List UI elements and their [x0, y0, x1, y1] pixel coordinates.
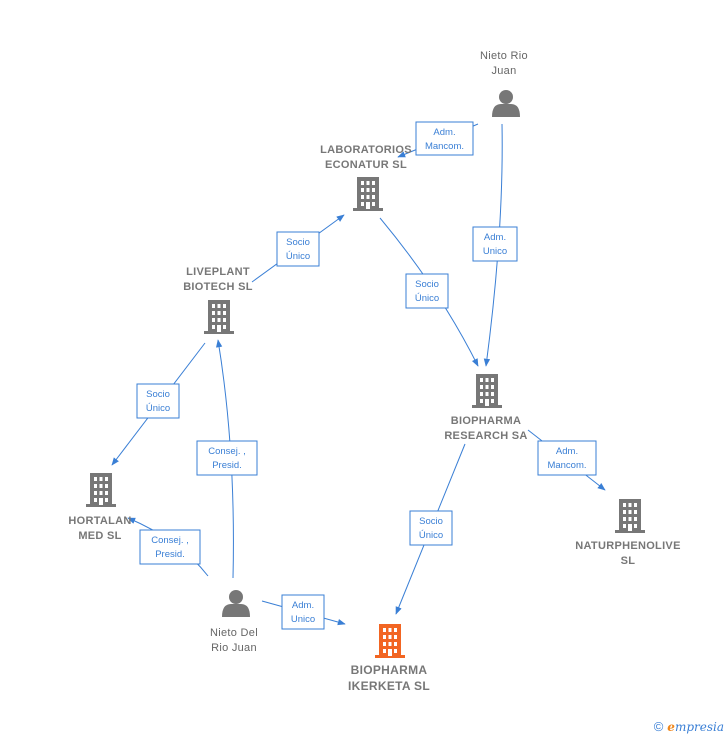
person-icon: [222, 590, 250, 617]
node-biopharma-research[interactable]: BIOPHARMA RESEARCH SA: [444, 374, 527, 442]
edge-label-line1: Consej. ,: [151, 535, 189, 546]
edge-label-e2[interactable]: Adm. Unico: [472, 226, 518, 262]
node-liveplant-biotech[interactable]: LIVEPLANT BIOTECH SL: [183, 266, 253, 334]
building-icon: [86, 473, 116, 507]
edge-label-line2: Único: [146, 403, 170, 414]
node-label: RESEARCH SA: [444, 430, 527, 442]
brand-footer: ©empresia: [654, 719, 724, 734]
building-icon: [204, 300, 234, 334]
node-label: MED SL: [78, 530, 121, 542]
edge-label-line2: Mancom.: [547, 460, 586, 471]
building-icon: [353, 177, 383, 211]
edge-label-line2: Único: [286, 251, 310, 262]
edge-label-e3[interactable]: Socio Único: [405, 273, 449, 309]
edge-label-line1: Socio: [415, 279, 439, 290]
edge-label-e6[interactable]: Consej. , Presid.: [196, 440, 258, 476]
copyright-symbol: ©: [653, 719, 664, 734]
node-label: SL: [621, 555, 636, 567]
edge-label-e1[interactable]: Adm. Mancom.: [415, 121, 474, 156]
node-label: ECONATUR SL: [325, 159, 407, 171]
edge-label-line2: Único: [415, 293, 439, 304]
edge-label-e8[interactable]: Adm. Unico: [281, 594, 325, 630]
node-label: LIVEPLANT: [186, 266, 250, 278]
edge-label-e4[interactable]: Socio Único: [276, 231, 320, 267]
edge-label-line1: Socio: [286, 237, 310, 248]
edge-label-e9[interactable]: Socio Único: [409, 510, 453, 546]
edge-label-line2: Unico: [291, 614, 315, 625]
node-laboratorios-econatur[interactable]: LABORATORIOS ECONATUR SL: [320, 144, 412, 211]
edge-label-e5[interactable]: Socio Único: [136, 383, 180, 419]
node-label: Juan: [491, 65, 516, 77]
building-icon: [615, 499, 645, 533]
node-label: BIOPHARMA: [351, 663, 428, 677]
brand-logo-text: mpresia: [674, 720, 724, 734]
edge-label-line1: Adm.: [292, 600, 314, 611]
node-label: Nieto Del: [210, 627, 258, 639]
node-label: IKERKETA SL: [348, 679, 430, 693]
edge-label-e10[interactable]: Adm. Mancom.: [537, 440, 597, 476]
node-biopharma-ikerketa[interactable]: BIOPHARMA IKERKETA SL: [348, 624, 430, 693]
node-label: BIOTECH SL: [183, 281, 253, 293]
edge-label-line1: Socio: [146, 389, 170, 400]
node-label: Rio Juan: [211, 642, 257, 654]
node-label: LABORATORIOS: [320, 144, 412, 156]
edge-label-line2: Presid.: [155, 549, 185, 560]
person-icon: [492, 90, 520, 117]
node-nieto-rio-juan[interactable]: Nieto Rio Juan: [480, 50, 528, 117]
building-icon: [472, 374, 502, 408]
node-label: HORTALAN: [68, 515, 131, 527]
edge-label-line2: Único: [419, 530, 443, 541]
edge-label-e7[interactable]: Consej. , Presid.: [139, 529, 201, 565]
node-nieto-del-rio-juan[interactable]: Nieto Del Rio Juan: [210, 590, 258, 654]
brand-logo-initial: e: [667, 720, 675, 734]
node-label: BIOPHARMA: [451, 415, 522, 427]
edge-label-line1: Adm.: [433, 127, 455, 138]
edge-label-line1: Adm.: [484, 232, 506, 243]
edge-label-line2: Presid.: [212, 460, 242, 471]
edge-label-line2: Unico: [483, 246, 507, 257]
building-icon: [375, 624, 405, 658]
node-label: Nieto Rio: [480, 50, 528, 62]
edge-label-line2: Mancom.: [425, 141, 464, 152]
edge-label-line1: Consej. ,: [208, 446, 246, 457]
edge-label-line1: Socio: [419, 516, 443, 527]
node-naturpholive[interactable]: NATURPHENOLIVE SL: [575, 499, 680, 567]
node-label: NATURPHENOLIVE: [575, 540, 680, 552]
edge-label-line1: Adm.: [556, 446, 578, 457]
node-hortalan-med[interactable]: HORTALAN MED SL: [68, 473, 131, 542]
